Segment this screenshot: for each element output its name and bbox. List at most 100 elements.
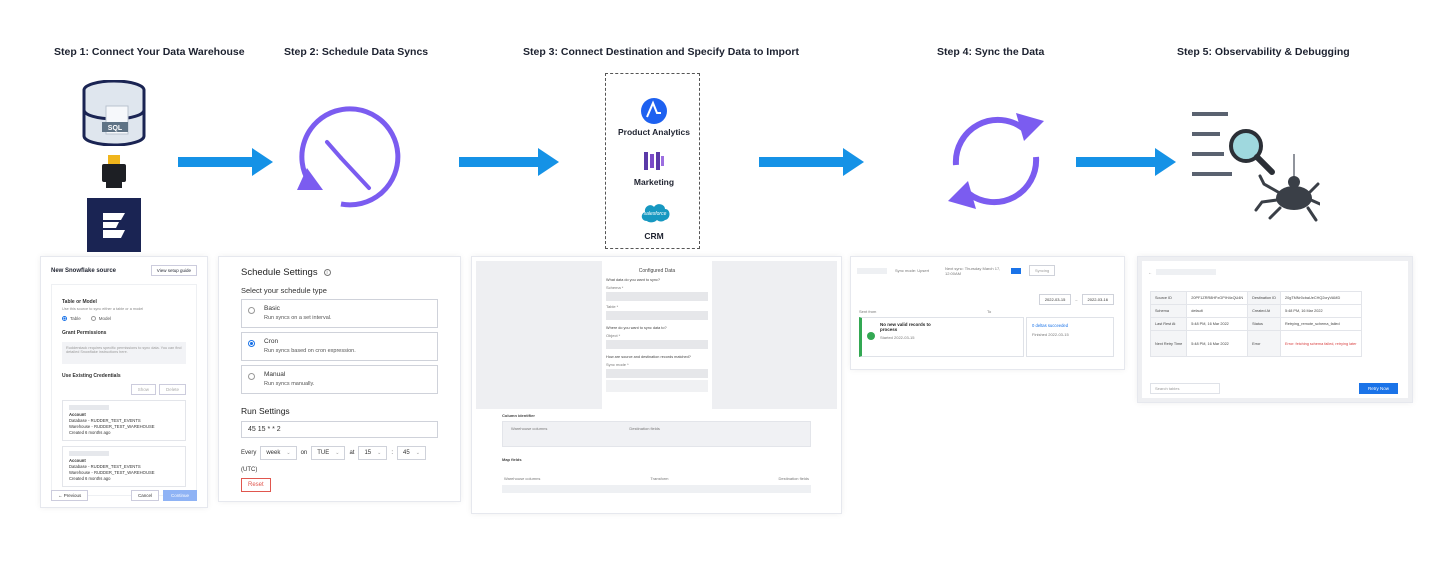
table-select[interactable] [606, 311, 708, 320]
radio-basic[interactable] [248, 307, 255, 314]
flow-arrow-3 [759, 148, 864, 176]
cron-expression-input[interactable]: 45 15 * * 2 [241, 421, 438, 438]
warehouse-columns-label: Warehouse columns [511, 426, 548, 431]
source-pill[interactable] [857, 267, 887, 274]
date-to-input[interactable]: 2022-03-16 [1081, 294, 1114, 305]
breadcrumb [1156, 269, 1216, 275]
radio-cron[interactable] [248, 340, 255, 347]
map-warehouse-columns: Warehouse columns [504, 476, 541, 481]
success-icon [867, 332, 875, 340]
info-icon[interactable]: i [323, 269, 331, 276]
retry-now-button[interactable]: Retry Now [1358, 383, 1398, 394]
map-row[interactable] [502, 485, 811, 493]
column-identifier-label: Column identifier [502, 413, 535, 418]
every-label: Every [241, 450, 257, 456]
chevron-down-icon: ⌄ [335, 450, 340, 456]
question-where-data: Where do you want to sync data to? [606, 326, 667, 330]
step-3-title: Step 3: Connect Destination and Specify … [523, 46, 799, 58]
next-sync-text: Next sync: Thursday March 17, 12:00AM [945, 265, 1001, 276]
show-button[interactable]: Show [130, 384, 156, 396]
cancel-button[interactable]: Cancel [130, 490, 159, 501]
step-5-title: Step 5: Observability & Debugging [1177, 46, 1350, 58]
credential-item[interactable]: Account Database - RUDDER_TEST_EVENTS Wa… [62, 400, 186, 442]
sync-source-tile[interactable]: No new valid records to process Started … [859, 317, 1024, 357]
back-arrow-icon[interactable]: ← [1148, 269, 1152, 275]
destination-label-crm: CRM [644, 231, 664, 241]
radio-manual[interactable] [248, 373, 255, 380]
schedule-settings-card: Schedule Settings i Select your schedule… [218, 256, 461, 502]
grant-info-box: Rudderstack requires specific permission… [62, 342, 186, 365]
setup-guide-button[interactable]: View setup guide [150, 265, 197, 276]
chevron-down-icon: ⌄ [286, 450, 291, 456]
step-4-title: Step 4: Sync the Data [937, 46, 1045, 58]
table-or-model-hint: Use this source to sync either a table o… [62, 307, 144, 311]
question-matching: How are source and destination records m… [606, 355, 691, 359]
every-select[interactable]: week⌄ [260, 446, 297, 460]
step-1-title: Step 1: Connect Your Data Warehouse [54, 46, 245, 58]
date-from-input[interactable]: 2022-03-15 [1038, 294, 1072, 305]
column-to: To [987, 309, 992, 314]
amplitude-icon [640, 97, 668, 130]
on-label: on [300, 450, 308, 456]
schedule-option-basic[interactable]: Basic Run syncs on a set interval. [241, 299, 438, 328]
continue-button[interactable]: Continue [162, 490, 197, 501]
chevron-down-icon: ⌄ [377, 450, 382, 456]
configured-data-title: Configured Data [638, 268, 676, 274]
object-select[interactable] [606, 340, 708, 349]
debug-bug-magnifier-icon [1190, 112, 1322, 232]
utc-label: (UTC) [241, 467, 258, 473]
use-existing-label: Use Existing Credentials [62, 373, 121, 380]
hour-select[interactable]: 15⌄ [358, 446, 388, 460]
destination-fields-label: Destination fields [629, 426, 660, 431]
time-colon: : [391, 450, 394, 456]
salesforce-icon: salesforce [639, 201, 671, 228]
destinations-box [605, 73, 700, 249]
connector-plug-icon [99, 155, 129, 198]
radio-model[interactable]: Model [90, 316, 111, 322]
map-destination-fields: Destination fields [778, 476, 809, 481]
warehouse-logo-icon [87, 198, 141, 257]
previous-button[interactable]: ← Previous [51, 490, 89, 501]
svg-text:salesforce: salesforce [644, 211, 667, 217]
sync-result-tile[interactable]: 0 deltas succeeded Finished 2022-03-15 [1026, 317, 1114, 357]
svg-text:SQL: SQL [108, 125, 123, 132]
flow-arrow-4 [1076, 148, 1176, 176]
delete-button[interactable]: Delete [158, 384, 186, 396]
sync-status-card: Sync mode: Upsert Next sync: Thursday Ma… [850, 256, 1125, 370]
configured-data-card: Configured Data What data do you want to… [471, 256, 842, 514]
destination-label-marketing: Marketing [633, 177, 675, 187]
schedule-option-cron[interactable]: Cron Run syncs based on cron expression. [241, 332, 438, 361]
map-fields-label: Map fields [502, 457, 522, 462]
snowflake-source-card: New Snowflake source View setup guide Ta… [40, 256, 208, 508]
flow-arrow-2 [459, 148, 559, 176]
at-label: at [349, 450, 355, 456]
run-button[interactable] [1011, 267, 1021, 274]
syncing-badge: Syncing [1029, 265, 1056, 276]
schema-select[interactable] [606, 292, 708, 301]
flow-arrow-1 [178, 148, 273, 176]
credential-item[interactable]: Account Database - RUDDER_TEST_EVENTS Wa… [62, 446, 186, 488]
map-transform: Transform [650, 476, 669, 481]
minute-select[interactable]: 45⌄ [397, 446, 426, 460]
schedule-clock-icon [289, 104, 405, 219]
search-tables-input[interactable]: Search tables [1150, 383, 1220, 394]
schedule-settings-title: Schedule Settings [241, 267, 318, 278]
sync-mode-select[interactable] [606, 369, 708, 378]
braze-marketing-icon [643, 150, 665, 177]
select-type-label: Select your schedule type [241, 286, 327, 295]
sync-mode-text: Sync mode: Upsert [895, 268, 930, 273]
radio-table[interactable]: Table [62, 316, 81, 322]
destination-label-analytics: Product Analytics [618, 127, 690, 137]
schedule-option-manual[interactable]: Manual Run syncs manually. [241, 365, 438, 394]
day-select[interactable]: TUE⌄ [311, 446, 346, 460]
chevron-down-icon: ⌄ [415, 450, 420, 456]
column-sent-from: Sent from [859, 309, 877, 314]
step-2-title: Step 2: Schedule Data Syncs [284, 46, 429, 58]
reset-button[interactable]: Reset [241, 478, 271, 492]
